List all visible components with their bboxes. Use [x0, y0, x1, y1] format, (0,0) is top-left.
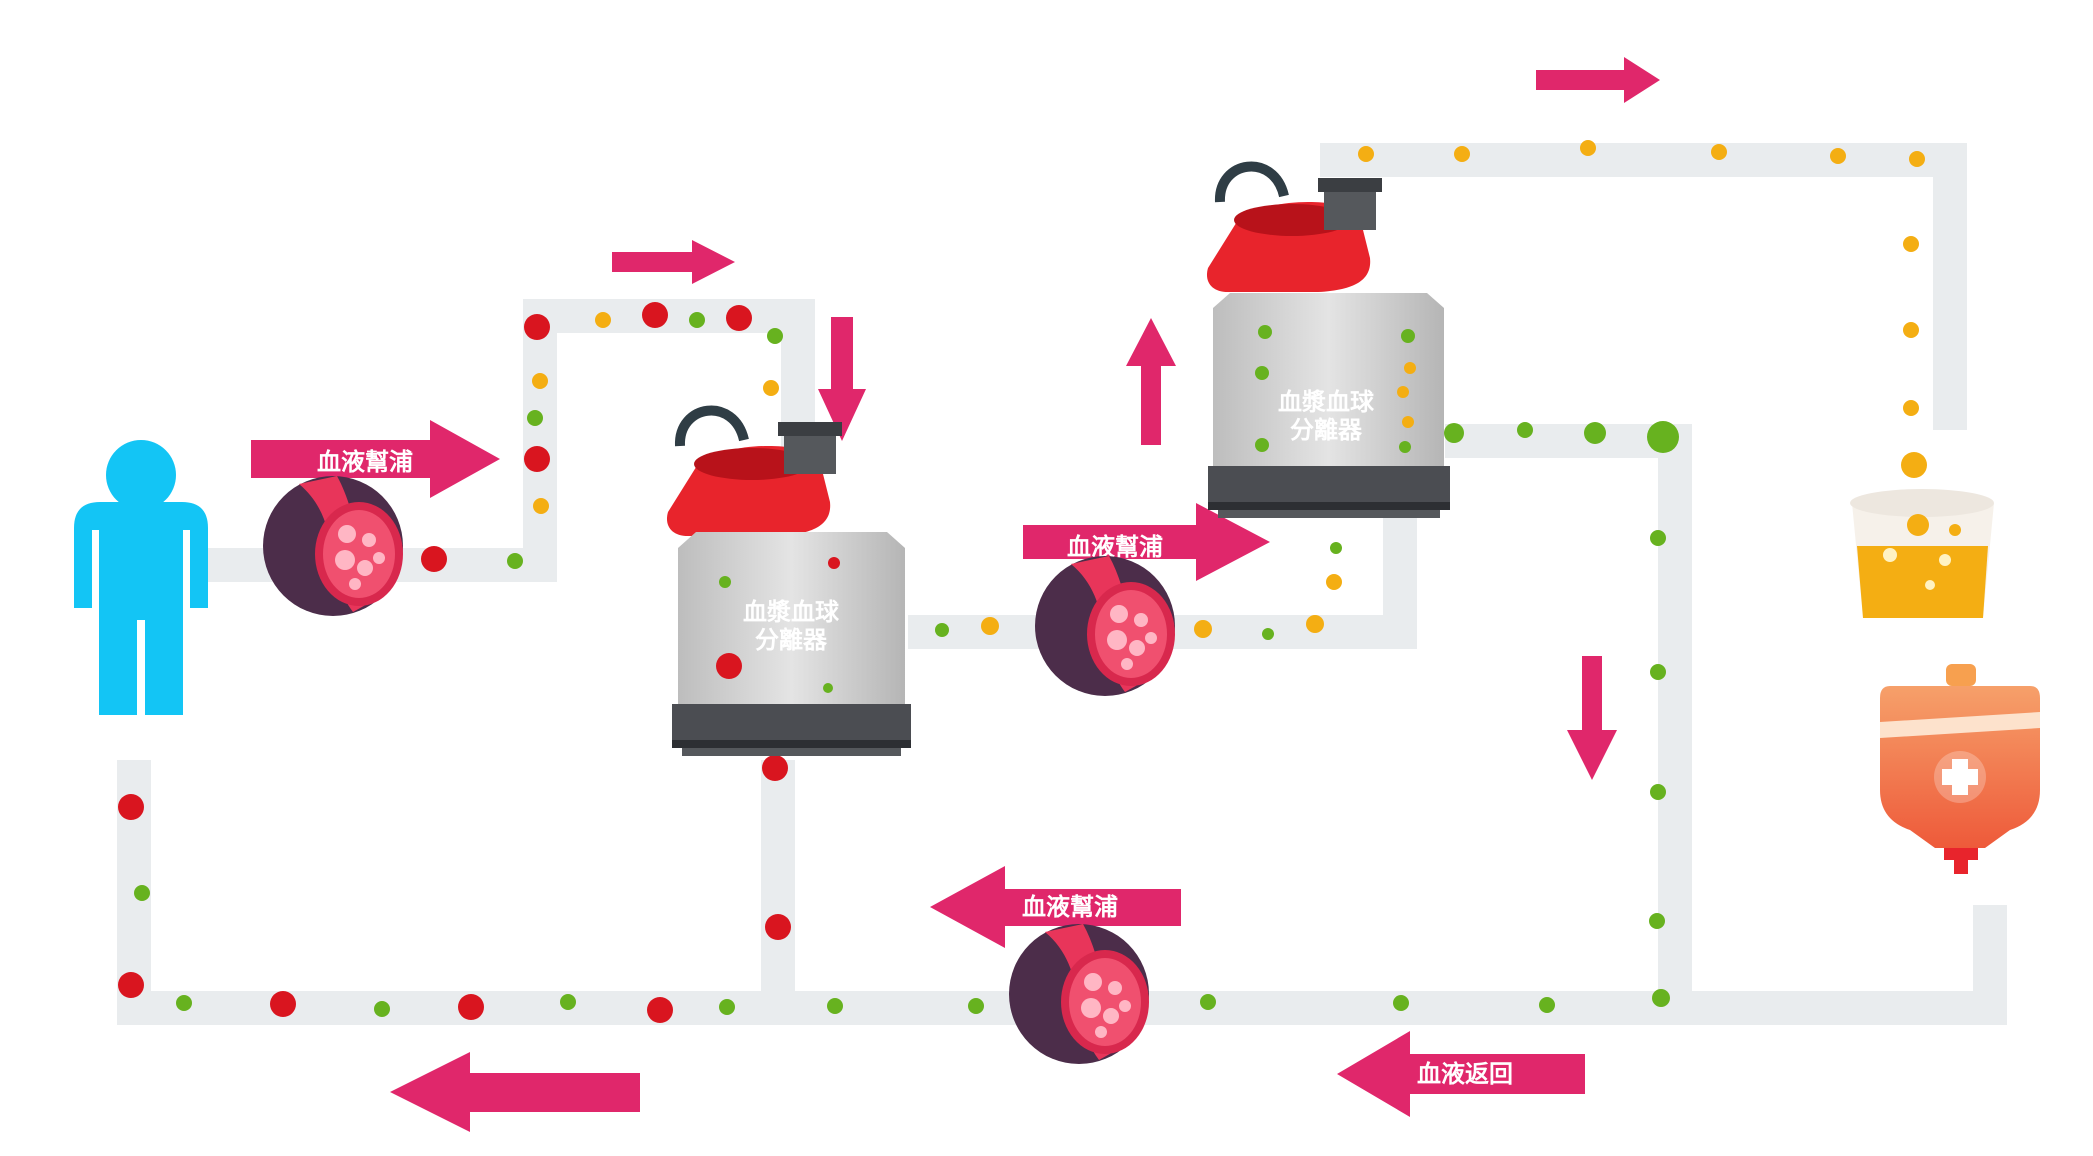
separator-label-line1: 血漿血球: [1278, 388, 1375, 416]
pump-label-3: 血液幫浦: [930, 866, 1181, 948]
arrow-icon: [612, 240, 735, 284]
blood-cells: [118, 140, 1927, 1023]
pump-icon-3: [1009, 924, 1149, 1064]
blood-return-text: 血液返回: [1417, 1060, 1513, 1088]
pump-label-text: 血液幫浦: [1022, 893, 1118, 921]
arrow-icon: [1536, 57, 1660, 103]
separator-1: 血漿血球 分離器: [667, 411, 911, 756]
plasma-cup-icon: [1850, 489, 1994, 618]
arrow-icon: [818, 317, 866, 441]
arrow-icon: [1567, 656, 1617, 780]
pump-label-text: 血液幫浦: [317, 448, 413, 476]
pump-icon-1: [263, 476, 403, 616]
arrow-icon: [1126, 318, 1176, 445]
pump-label-text: 血液幫浦: [1067, 533, 1163, 561]
blood-return-label: 血液返回: [1337, 1031, 1585, 1117]
separator-label-line2: 分離器: [755, 626, 828, 654]
separator-label-line2: 分離器: [1290, 416, 1363, 444]
iv-bag-icon: [1880, 664, 2040, 874]
person-icon: [74, 440, 208, 715]
separator-2: 血漿血球 分離器: [1207, 167, 1450, 518]
flow-arrows: [390, 57, 1660, 1132]
pump-icon-2: [1035, 556, 1175, 696]
pump-label-1: 血液幫浦: [251, 420, 500, 498]
arrow-icon: [390, 1052, 640, 1132]
separator-label-line1: 血漿血球: [743, 598, 840, 626]
pump-label-2: 血液幫浦: [1023, 503, 1270, 581]
